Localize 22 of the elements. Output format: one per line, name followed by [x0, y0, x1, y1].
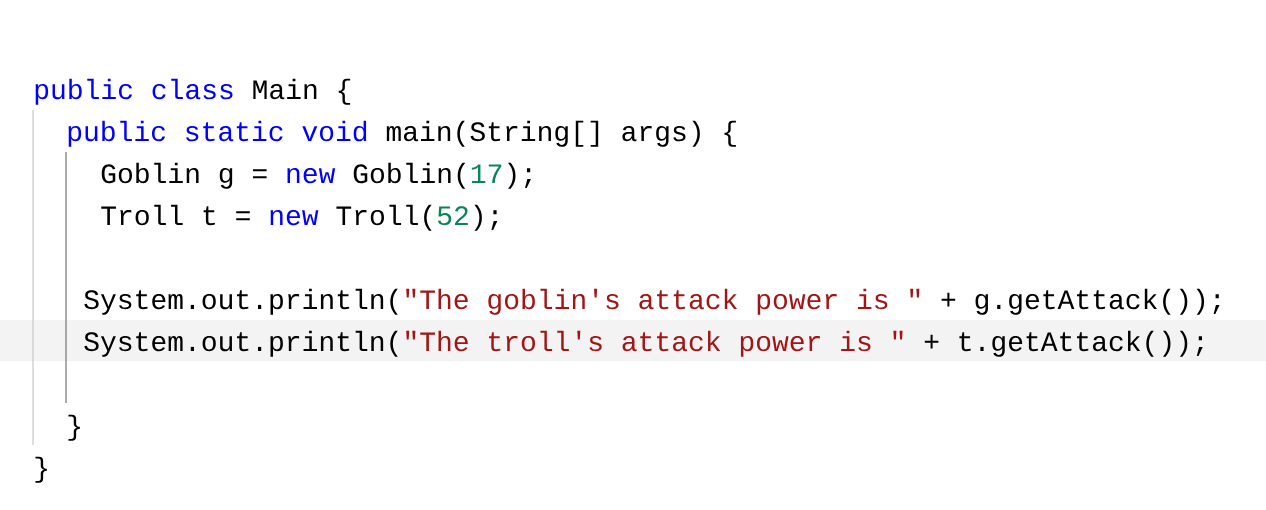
code-text: Goblin( — [353, 162, 466, 189]
code-text: System.out.println( — [84, 330, 398, 357]
code-text: main(String[] args) { — [386, 120, 736, 147]
code-text: public static void — [68, 120, 367, 147]
code-text: public class — [35, 78, 233, 105]
code-text: 17 — [471, 164, 502, 183]
code-text: } — [68, 414, 80, 441]
code-text: "The troll's attack power is " — [406, 330, 903, 357]
code-text: + t.getAttack()); — [924, 330, 1203, 357]
code-text: new — [270, 209, 319, 226]
code-text: Goblin g = — [101, 162, 267, 189]
code-text: + g.getAttack()); — [941, 288, 1220, 315]
code-text: } — [35, 456, 47, 483]
code-text: Main { — [253, 78, 351, 105]
code-text: Troll( — [336, 204, 432, 231]
code-text: new — [287, 167, 336, 184]
code-text: Troll t = — [101, 204, 250, 226]
code-text: ); — [474, 204, 498, 231]
code-text: ); — [508, 162, 531, 189]
code-text: System.out.println( — [84, 288, 398, 315]
code-text: 52 — [437, 206, 468, 226]
code-text: "The goblin's attack power is " — [406, 288, 920, 315]
